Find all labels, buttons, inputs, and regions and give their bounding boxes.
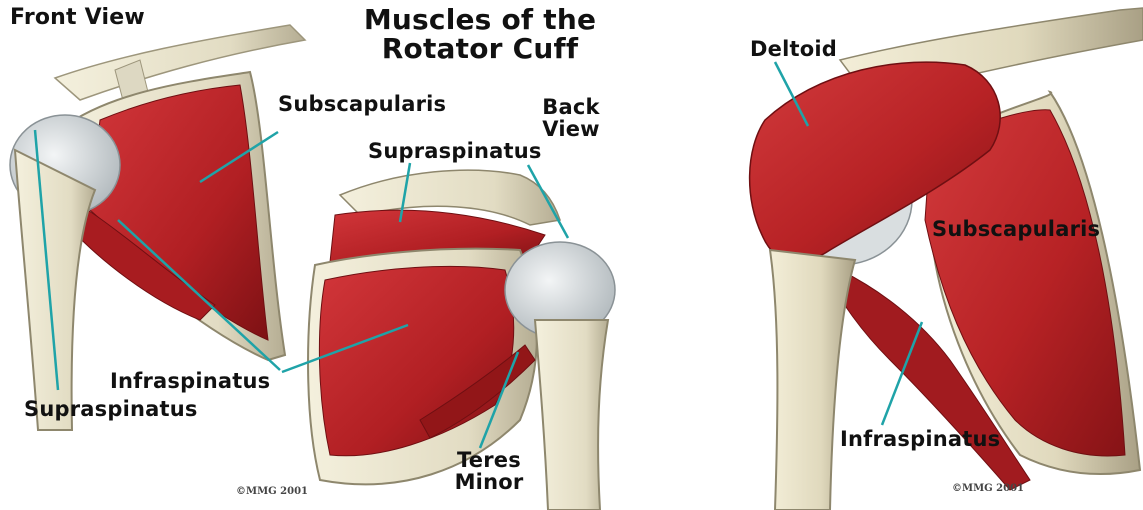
copyright-right: ©MMG 2001 [952,483,1024,494]
humerus-front [15,150,95,430]
label-subscapularis: Subscapularis [932,218,1100,240]
front-view-label: Front View [10,6,145,29]
label-teres-minor: Teres Minor [453,449,525,493]
label-deltoid: Deltoid [750,38,837,60]
label-subscapularis-front: Subscapularis [278,93,446,115]
humerus-back [535,320,608,510]
label-infraspinatus: Infraspinatus [110,370,270,392]
rotator-cuff-illustration [0,0,618,510]
label-infraspinatus-right: Infraspinatus [840,428,1000,450]
back-view-label: Back View [540,96,602,140]
label-supraspinatus-back: Supraspinatus [368,140,542,162]
deltoid-diagram: Deltoid Subscapularis Infraspinatus ©MMG… [720,0,1143,510]
diagram-title: Muscles of the Rotator Cuff [345,5,615,64]
rotator-cuff-diagram: Front View Muscles of the Rotator Cuff S… [0,0,618,510]
copyright-left: ©MMG 2001 [236,486,308,497]
label-supraspinatus-front: Supraspinatus [24,398,198,420]
humerus [770,250,855,510]
